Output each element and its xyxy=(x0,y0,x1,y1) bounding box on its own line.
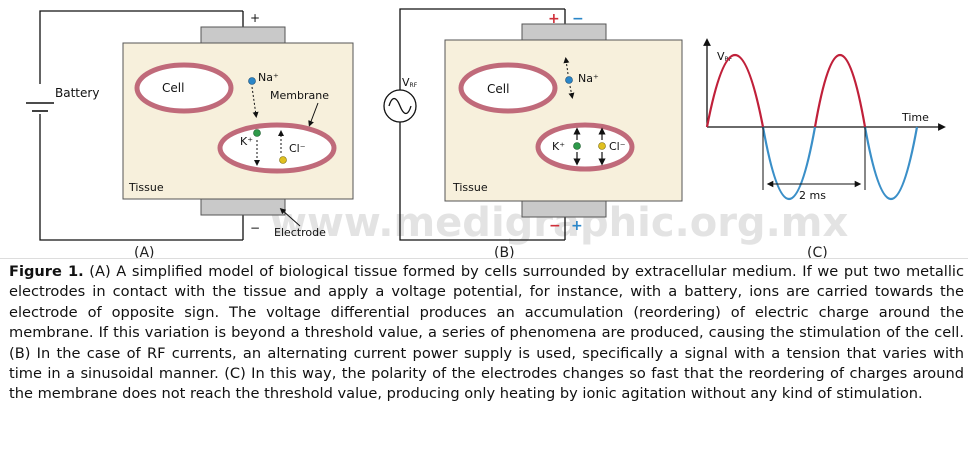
vrf-label-b: VRF xyxy=(402,76,418,89)
caption-divider xyxy=(0,258,968,259)
wire-top-b xyxy=(399,8,565,90)
wave-negative-2 xyxy=(863,126,919,200)
cell-2-a xyxy=(217,122,337,174)
wave-positive-1 xyxy=(705,54,765,128)
electrode-pointer xyxy=(279,208,301,227)
caption-text: (A) A simplified model of biological tis… xyxy=(9,263,964,403)
electrode-bottom-a xyxy=(200,198,286,216)
tissue-label-b: Tissue xyxy=(452,181,488,194)
wire-top-a xyxy=(39,10,243,84)
cell-b xyxy=(458,62,558,114)
membrane-pointer xyxy=(308,102,319,127)
k-label-a: K⁺ xyxy=(240,135,253,148)
period-label: 2 ms xyxy=(799,189,826,202)
cell-label-b: Cell xyxy=(487,82,509,96)
wire-bottom-b xyxy=(399,122,565,241)
wave-negative-1 xyxy=(761,126,817,200)
battery-label: Battery xyxy=(55,86,99,100)
wave-positive-2 xyxy=(813,54,867,128)
battery-icon xyxy=(26,102,54,112)
panel-b: VRF + − − + Tissue Cell Na⁺ K⁺ Cl⁻ (B) xyxy=(383,8,683,258)
ac-source-icon xyxy=(383,89,417,123)
sign-bottom-red-b: − xyxy=(549,218,561,234)
k-ion-b xyxy=(573,142,581,150)
electrode-top-a xyxy=(200,26,286,44)
caption-lead: Figure 1. xyxy=(9,263,84,280)
na-arrow-b-down xyxy=(568,85,575,99)
sign-top-blue-b: − xyxy=(572,11,584,27)
k-label-b: K⁺ xyxy=(552,140,565,153)
tissue-label-a: Tissue xyxy=(128,181,164,194)
cl-ion-a xyxy=(279,156,287,164)
panel-c-label: (C) xyxy=(807,245,828,258)
electrode-top-b xyxy=(521,23,607,41)
na-ion-b xyxy=(565,76,573,84)
panel-b-label: (B) xyxy=(494,245,515,258)
wire-bottom-a xyxy=(39,114,243,241)
panel-a: Battery + − Tissue Cell Na⁺ Membrane K⁺ … xyxy=(26,10,354,258)
x-label-c: Time xyxy=(901,111,929,124)
figure-svg: www.medigraphic.org.mx Battery + − Tissu… xyxy=(26,8,946,258)
tissue-b xyxy=(444,39,683,202)
k-ion-a xyxy=(253,129,261,137)
cl-label-a: Cl⁻ xyxy=(289,142,306,155)
na-label-b: Na⁺ xyxy=(578,72,599,85)
cell-a xyxy=(134,62,234,114)
electrode-label: Electrode xyxy=(274,226,326,239)
sign-bottom-blue-b: + xyxy=(571,218,583,234)
figure-caption: Figure 1. (A) A simplified model of biol… xyxy=(9,262,964,405)
na-arrow-a xyxy=(251,86,259,118)
cell-label-a: Cell xyxy=(162,81,184,95)
figure-illustration: www.medigraphic.org.mx Battery + − Tissu… xyxy=(26,8,946,258)
cl-ion-b xyxy=(598,142,606,150)
membrane-label: Membrane xyxy=(270,89,329,102)
cl-label-b: Cl⁻ xyxy=(609,140,626,153)
na-ion-a xyxy=(248,77,256,85)
sign-top-a: + xyxy=(250,11,260,25)
sign-top-red-b: + xyxy=(548,11,560,27)
electrode-bottom-b xyxy=(521,200,607,218)
sign-bottom-a: − xyxy=(250,221,260,235)
panel-a-label: (A) xyxy=(134,245,155,258)
na-label-a: Na⁺ xyxy=(258,71,279,84)
cell-2-b xyxy=(535,122,635,172)
panel-c: VRF Time 2 ms (C) xyxy=(703,38,946,258)
